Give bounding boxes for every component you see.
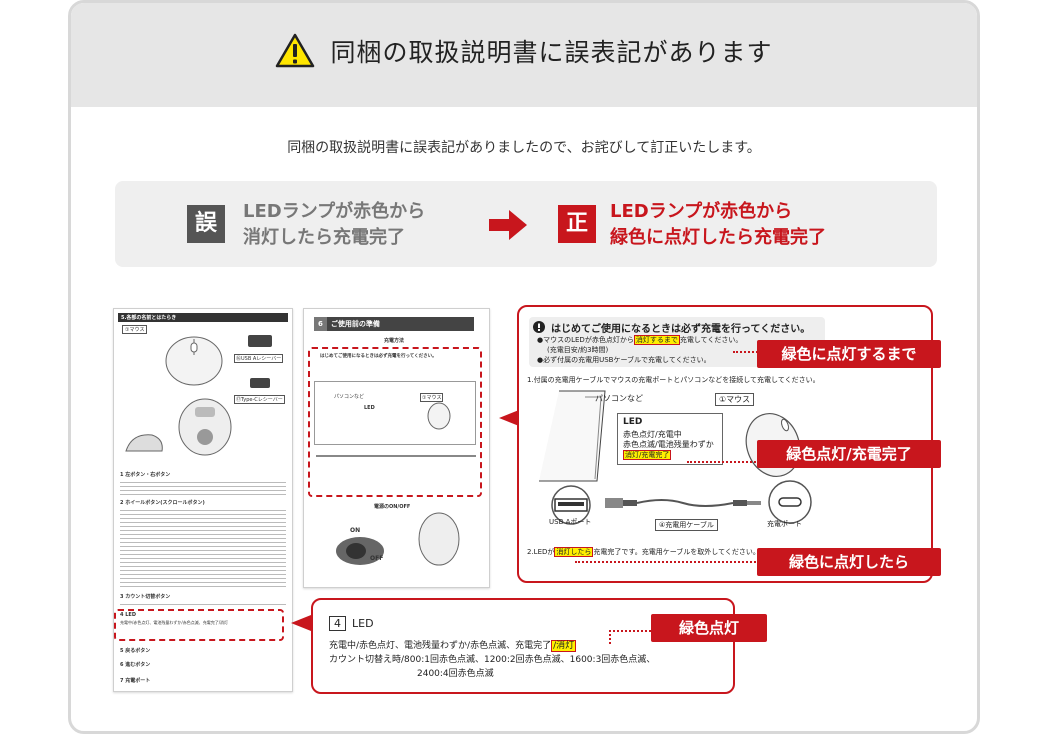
led-highlight-box <box>114 609 284 641</box>
mouse-side-illustration <box>125 434 163 452</box>
charging-highlight-box <box>308 347 482 497</box>
arrow-right-icon <box>489 210 527 240</box>
warning-icon <box>276 33 315 68</box>
connector-line <box>609 630 611 644</box>
info-icon <box>533 321 545 333</box>
wrong-badge: 誤 <box>187 205 225 243</box>
mid-mouse-bottom-illustration <box>418 512 460 566</box>
correction-label-when-green: 緑色に点灯したら <box>757 548 941 576</box>
correction-label-green-complete: 緑色点灯/充電完了 <box>757 440 941 468</box>
charging-cable-illustration <box>605 498 761 508</box>
mid-mouse-illustration <box>427 402 451 430</box>
cable-line <box>316 455 476 457</box>
manual-page-left: 5.各部の名前とはたらき ①マウス ⑯USB Aレシーバー ⑰Type-Cレシー… <box>113 308 293 692</box>
manual-section-title: 5.各部の名前とはたらき <box>118 313 288 322</box>
correction-box: 誤 LEDランプが赤色から 消灯したら充電完了 正 LEDランプが赤色から 緑色… <box>115 181 937 267</box>
notice-card: 同梱の取扱説明書に誤表記があります 同梱の取扱説明書に誤表記がありましたので、お… <box>68 0 980 734</box>
pointer-triangle-top <box>499 410 519 426</box>
placeholder-text-lines <box>120 479 286 495</box>
pointer-triangle-bottom <box>291 615 311 631</box>
receiver-c-illustration <box>250 378 270 388</box>
correct-text: LEDランプが赤色から 緑色に点灯したら充電完了 <box>610 201 826 248</box>
charging-diagram-frame <box>314 381 476 445</box>
correction-label-charge-until: 緑色に点灯するまで <box>757 340 941 368</box>
usb-a-port-illustration <box>551 485 591 525</box>
highlight-charge-until: 消灯するまで <box>633 335 680 345</box>
placeholder-text-lines <box>120 601 286 607</box>
connector-line <box>575 561 827 563</box>
highlight-when-off: 消灯したら <box>554 547 594 557</box>
highlight-off: /消灯 <box>551 640 577 652</box>
laptop-illustration <box>539 390 606 482</box>
highlight-led-complete: 消灯/充電完了 <box>623 450 672 460</box>
charging-port-illustration <box>768 480 812 524</box>
mouse-bottom-illustration <box>178 398 232 456</box>
connector-line <box>609 630 651 632</box>
placeholder-text-lines <box>120 507 286 587</box>
wrong-text: LEDランプが赤色から 消灯したら充電完了 <box>243 201 426 248</box>
notice-header: 同梱の取扱説明書に誤表記があります <box>71 3 977 107</box>
page-title: 同梱の取扱説明書に誤表記があります <box>330 38 773 67</box>
intro-text: 同梱の取扱説明書に誤表記がありましたので、お詫びして訂正いたします。 <box>287 140 761 156</box>
mouse-top-illustration <box>165 336 223 386</box>
power-switch-illustration <box>336 537 384 565</box>
receiver-a-illustration <box>248 335 272 347</box>
correct-badge: 正 <box>558 205 596 243</box>
correction-label-green-on: 緑色点灯 <box>651 614 767 642</box>
